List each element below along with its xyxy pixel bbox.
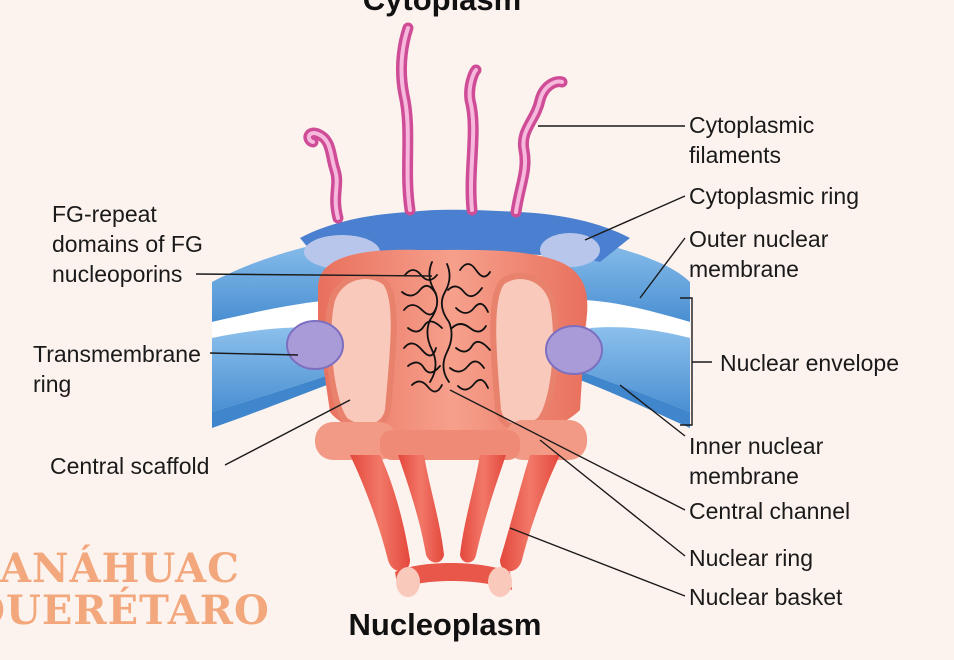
label-fg-repeat-line-1: FG-repeat [52, 201, 157, 227]
scaffold-spoke-right [490, 273, 559, 431]
leader-nuclear-basket [509, 527, 686, 597]
basket-foot-left [396, 567, 420, 597]
label-nuclear-envelope: Nuclear envelope [720, 350, 899, 376]
leader-central-channel [449, 389, 686, 511]
cytoplasmic-ring-subunit-right [540, 233, 600, 267]
inner-membrane-left-edge [212, 372, 340, 428]
filament-1 [303, 127, 344, 224]
label-nuclear-basket: Nuclear basket [689, 584, 843, 610]
heading-nucleoplasm: Nucleoplasm [349, 607, 542, 642]
basket-foot-right [488, 567, 512, 597]
watermark-line-2: QUERÉTARO [0, 587, 270, 634]
label-cytoplasmic-filaments-line-1: Cytoplasmic [689, 112, 814, 138]
label-cytoplasmic-ring: Cytoplasmic ring [689, 183, 859, 209]
leader-outer-nuclear-membrane [639, 237, 686, 299]
bracket-nuclear-envelope [680, 297, 712, 426]
leader-transmembrane-ring [209, 352, 299, 356]
transmembrane-ring-left [286, 320, 344, 370]
basket-strut-1 [350, 455, 410, 572]
central-scaffold [318, 249, 588, 442]
basket-strut-4 [500, 455, 560, 572]
label-central-scaffold: Central scaffold [50, 453, 209, 479]
leader-inner-nuclear-membrane [619, 384, 686, 437]
watermark: ANÁHUAC QUERÉTARO [0, 545, 270, 634]
label-fg-repeat-line-2: domains of FG [52, 231, 203, 257]
watermark-line-1: ANÁHUAC [0, 545, 240, 592]
fg-repeat-domains [401, 261, 491, 393]
nuclear-ring-center [380, 430, 520, 460]
label-fg-repeat-line-3: nucleoporins [52, 261, 182, 287]
leader-nuclear-ring [539, 439, 686, 557]
label-inner-nuclear-membrane-line-1: Inner nuclear [689, 433, 824, 459]
inner-membrane-right [582, 327, 690, 412]
label-transmembrane-ring-line-2: ring [33, 371, 71, 397]
basket-strut-2 [398, 455, 444, 563]
nuclear-ring [315, 420, 587, 460]
basket-distal-ring [395, 563, 512, 590]
label-inner-nuclear-membrane-line-2: membrane [689, 463, 799, 489]
leader-lines [195, 125, 712, 597]
nuclear-basket [350, 455, 560, 597]
scaffold-spoke-left [325, 273, 397, 431]
label-outer-nuclear-membrane-line-1: Outer nuclear [689, 226, 829, 252]
label-cytoplasmic-filaments-line-2: filaments [689, 142, 781, 168]
label-central-channel: Central channel [689, 498, 850, 524]
transmembrane-ring-right [545, 325, 603, 375]
heading-cytoplasm: Cytoplasm [363, 0, 521, 17]
label-nuclear-ring: Nuclear ring [689, 545, 813, 571]
nuclear-ring-left [315, 422, 397, 460]
leader-fg-repeat [195, 273, 433, 277]
inner-membrane-right-edge [580, 372, 690, 428]
label-transmembrane-ring-line-1: Transmembrane [33, 341, 201, 367]
basket-strut-3 [460, 455, 506, 563]
leader-cytoplasmic-ring [584, 195, 686, 241]
label-outer-nuclear-membrane-line-2: membrane [689, 256, 799, 282]
leader-central-scaffold [224, 399, 351, 466]
cytoplasmic-filaments [303, 22, 568, 224]
